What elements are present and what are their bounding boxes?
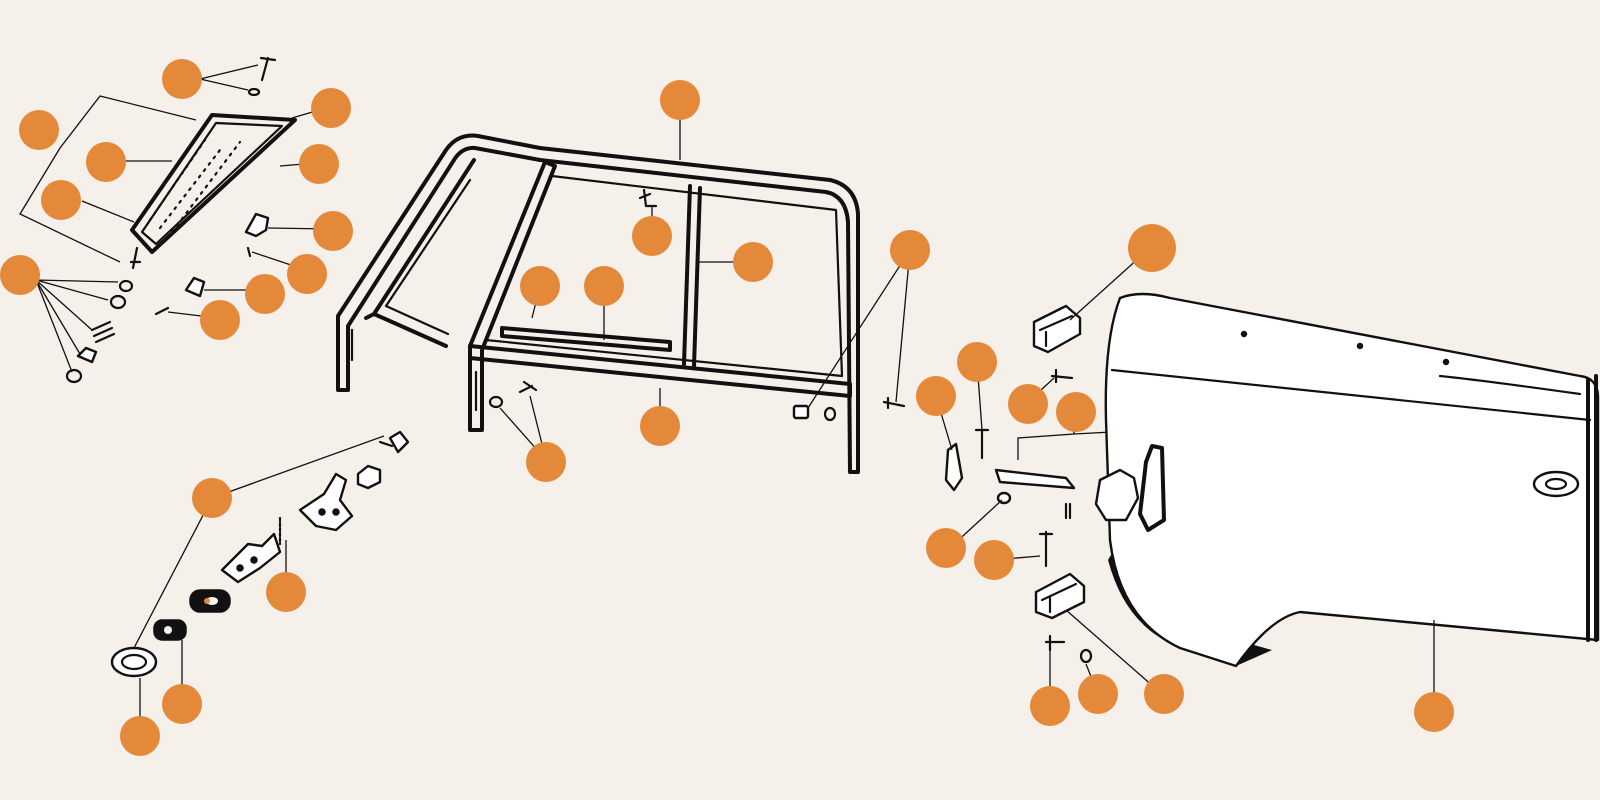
upper-hinge: [1032, 304, 1082, 354]
callout-marker: [1056, 392, 1096, 432]
sun-visor-panel: [130, 113, 297, 254]
callout-marker: [1008, 384, 1048, 424]
frame-bolts: [488, 380, 538, 409]
callout-marker: [1078, 674, 1118, 714]
door-window-frame: [336, 100, 911, 474]
callout-marker: [200, 300, 240, 340]
callout-marker: [926, 528, 966, 568]
callout-marker: [733, 242, 773, 282]
callout-marker: [916, 376, 956, 416]
visor-pin: [154, 306, 170, 316]
callout-marker: [1128, 224, 1176, 272]
door-latch: [1094, 444, 1166, 532]
callout-marker: [162, 59, 202, 99]
visor-clip: [244, 212, 270, 258]
check-strap: [944, 442, 1076, 492]
hinge-washer: [1079, 648, 1093, 664]
callout-marker: [957, 342, 997, 382]
callout-marker: [311, 88, 351, 128]
callout-marker: [1144, 674, 1184, 714]
callout-marker: [632, 216, 672, 256]
door-handle-lock-group: [110, 430, 410, 734]
callout-marker: [192, 478, 232, 518]
hinge-pin-top: [974, 428, 990, 460]
callout-marker: [660, 80, 700, 120]
callout-marker: [890, 230, 930, 270]
callout-marker: [313, 211, 353, 251]
callout-markers: [0, 59, 1454, 756]
visor-washer-stack: [65, 279, 134, 384]
callout-marker: [287, 254, 327, 294]
callout-marker: [974, 540, 1014, 580]
frame-right-bolts: [792, 396, 906, 422]
remote-control-button: [378, 430, 410, 454]
visor-rod: [129, 246, 142, 270]
lower-hinge: [1034, 572, 1086, 620]
callout-marker: [86, 142, 126, 182]
hinge-screw-top: [1050, 368, 1074, 384]
callout-marker: [41, 180, 81, 220]
hinge-screw-bottom: [1044, 634, 1066, 652]
callout-marker: [162, 684, 202, 724]
visor-top-screw: [247, 56, 277, 97]
check-strap-pin: [1064, 502, 1072, 520]
inner-handle-bezel: [110, 646, 158, 678]
callout-marker: [520, 266, 560, 306]
callout-marker: [266, 572, 306, 612]
door-outer-panel: [1094, 292, 1600, 712]
callout-marker: [0, 255, 40, 295]
callout-marker: [526, 442, 566, 482]
callout-marker: [299, 144, 339, 184]
callout-marker: [245, 274, 285, 314]
callout-marker: [640, 406, 680, 446]
hinge-pin-bottom: [1038, 530, 1054, 568]
callout-marker: [120, 716, 160, 756]
callout-marker: [584, 266, 624, 306]
callout-marker: [1030, 686, 1070, 726]
callout-marker: [19, 110, 59, 150]
hex-nut: [356, 464, 382, 490]
sun-visor-group: [19, 56, 331, 384]
visor-bracket: [184, 276, 206, 298]
lock-lever-upper: [298, 472, 354, 532]
door-outer-handle: [1532, 470, 1580, 498]
callout-marker: [1414, 692, 1454, 732]
